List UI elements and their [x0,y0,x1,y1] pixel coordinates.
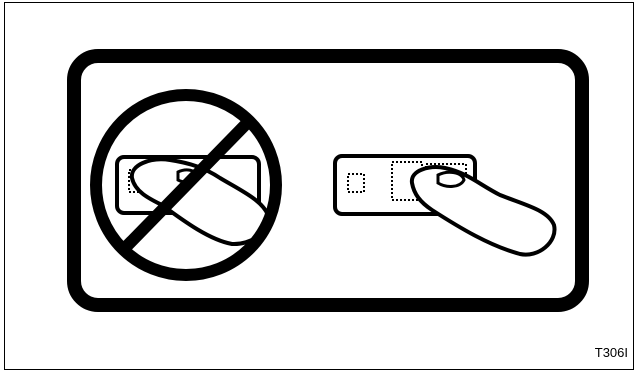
correct-finger-press-icon [335,156,555,255]
figure-code: T306I [595,345,628,360]
prohibited-finger-press-icon [96,95,276,275]
